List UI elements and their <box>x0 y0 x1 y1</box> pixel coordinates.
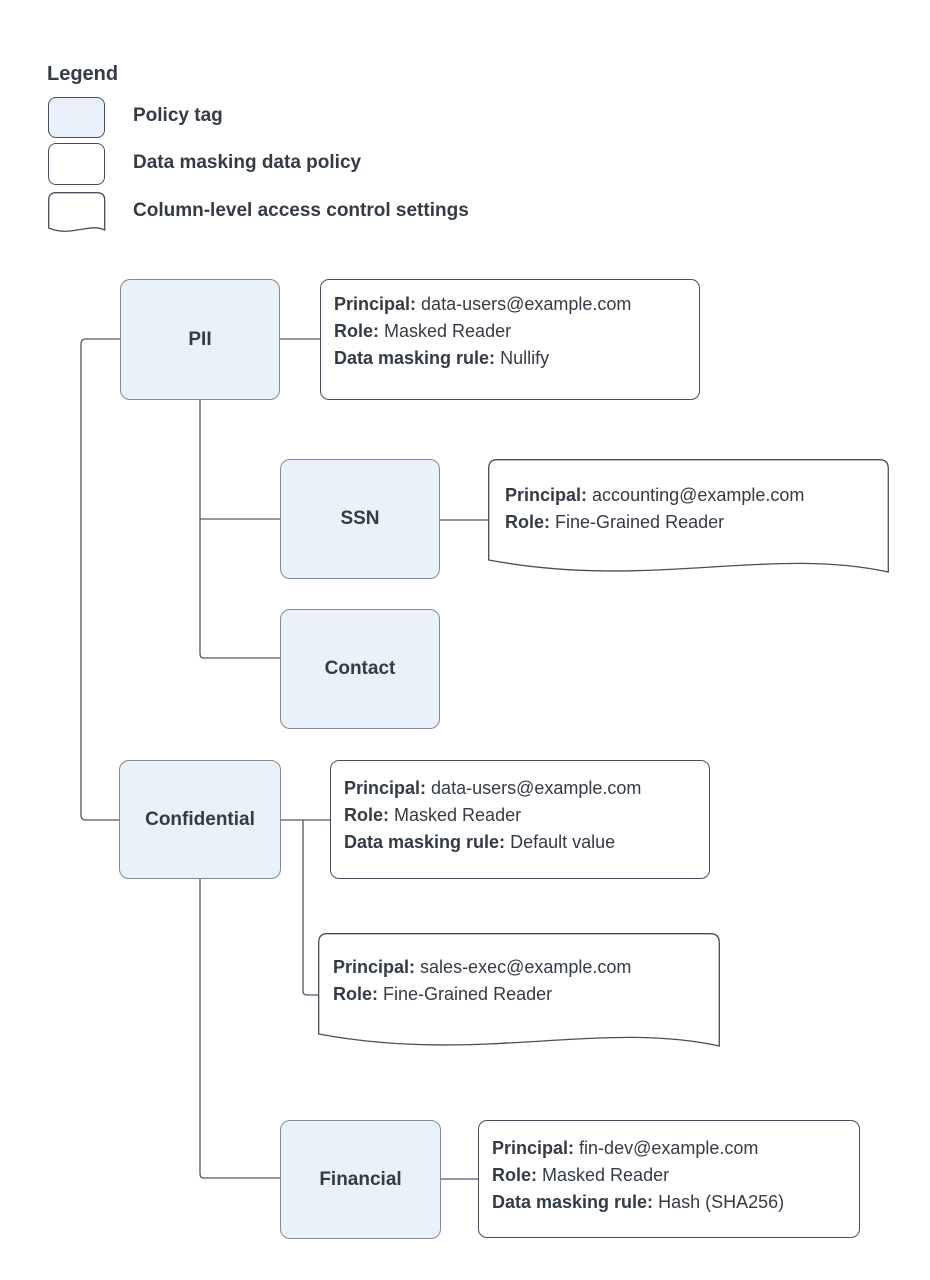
policy-field-label: Role: <box>492 1165 537 1185</box>
connector-pii-contact <box>199 400 280 659</box>
policy-field-value: Fine-Grained Reader <box>383 984 553 1004</box>
policy-box-confidential: Principal: data-users@example.com Role: … <box>330 760 710 879</box>
policy-field-value: data-users@example.com <box>421 294 632 314</box>
node-ssn: SSN <box>280 459 440 579</box>
policy-field-label: Data masking rule: <box>492 1192 654 1212</box>
connector-confidential-acl <box>302 820 318 996</box>
node-contact: Contact <box>280 609 440 729</box>
policy-box-financial: Principal: fin-dev@example.com Role: Mas… <box>478 1120 860 1238</box>
policy-field-label: Data masking rule: <box>334 348 496 368</box>
policy-field-label: Principal: <box>334 294 417 314</box>
connector-trunk-pii-confidential <box>80 338 120 821</box>
policy-line: Role: Fine-Grained Reader <box>333 981 720 1008</box>
node-pii-label: PII <box>188 328 212 350</box>
policy-field-value: Fine-Grained Reader <box>555 512 725 532</box>
node-confidential: Confidential <box>119 760 281 879</box>
node-financial-label: Financial <box>319 1168 402 1190</box>
policy-field-label: Data masking rule: <box>344 832 506 852</box>
policy-field-value: Default value <box>510 832 616 852</box>
node-confidential-label: Confidential <box>145 808 255 830</box>
policy-field-label: Role: <box>505 512 550 532</box>
policy-line: Role: Masked Reader <box>334 318 689 345</box>
policy-field-value: Hash (SHA256) <box>658 1192 785 1212</box>
policy-box-pii: Principal: data-users@example.com Role: … <box>320 279 700 400</box>
node-pii: PII <box>120 279 280 400</box>
policy-line: Role: Fine-Grained Reader <box>505 509 889 536</box>
node-financial: Financial <box>280 1120 441 1239</box>
policy-tag-swatch <box>48 97 105 138</box>
policy-field-label: Principal: <box>492 1138 575 1158</box>
node-ssn-label: SSN <box>340 508 380 529</box>
node-contact-label: Contact <box>324 658 396 679</box>
policy-line: Data masking rule: Hash (SHA256) <box>492 1189 849 1216</box>
policy-line: Principal: data-users@example.com <box>334 291 689 318</box>
policy-field-value: accounting@example.com <box>592 485 805 505</box>
policy-line: Data masking rule: Default value <box>344 829 699 856</box>
legend-label-data-policy: Data masking data policy <box>133 152 362 173</box>
policy-line: Principal: data-users@example.com <box>344 775 699 802</box>
policy-field-label: Role: <box>334 321 379 341</box>
policy-field-label: Principal: <box>505 485 588 505</box>
policy-field-label: Principal: <box>344 778 427 798</box>
policy-field-value: Masked Reader <box>542 1165 670 1185</box>
policy-field-value: sales-exec@example.com <box>420 957 632 977</box>
policy-field-value: fin-dev@example.com <box>579 1138 759 1158</box>
policy-field-value: data-users@example.com <box>431 778 642 798</box>
policy-field-label: Role: <box>333 984 378 1004</box>
policy-line: Data masking rule: Nullify <box>334 345 689 372</box>
legend-label-policy-tag: Policy tag <box>133 105 223 126</box>
legend-label-access-control: Column-level access control settings <box>133 200 469 221</box>
policy-field-value: Nullify <box>500 348 550 368</box>
data-policy-swatch <box>48 143 105 185</box>
policy-line: Principal: fin-dev@example.com <box>492 1135 849 1162</box>
document-shape <box>488 459 889 573</box>
connector-confidential-financial <box>199 879 280 1179</box>
policy-line: Role: Masked Reader <box>344 802 699 829</box>
policy-field-label: Principal: <box>333 957 416 977</box>
acl-doc-ssn-text: Principal: accounting@example.com Role: … <box>488 459 889 536</box>
acl-doc-confidential: Principal: sales-exec@example.com Role: … <box>318 933 720 1055</box>
legend-title: Legend <box>47 63 119 85</box>
policy-field-value: Masked Reader <box>384 321 512 341</box>
policy-line: Principal: sales-exec@example.com <box>333 954 720 981</box>
document-shape <box>318 933 720 1047</box>
policy-field-value: Masked Reader <box>394 805 522 825</box>
access-control-swatch <box>48 192 106 232</box>
policy-line: Role: Masked Reader <box>492 1162 849 1189</box>
policy-line: Principal: accounting@example.com <box>505 482 889 509</box>
policy-field-label: Role: <box>344 805 389 825</box>
acl-doc-confidential-text: Principal: sales-exec@example.com Role: … <box>318 933 720 1008</box>
acl-doc-ssn: Principal: accounting@example.com Role: … <box>488 459 889 581</box>
